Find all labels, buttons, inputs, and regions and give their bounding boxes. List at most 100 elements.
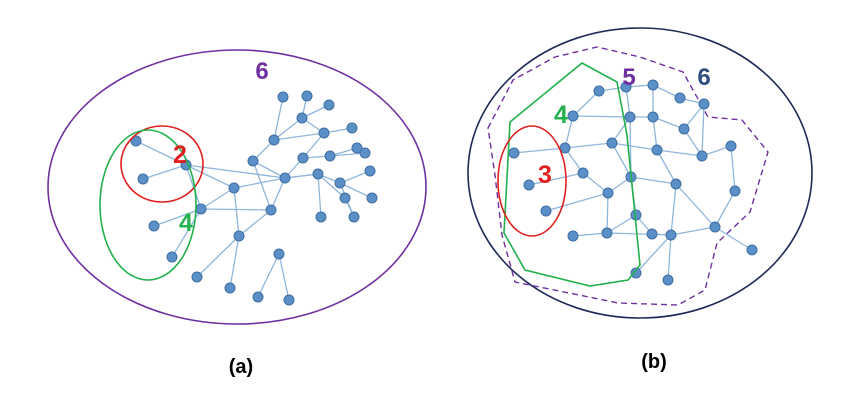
- graph-node: [698, 98, 710, 110]
- graph-node: [137, 173, 149, 185]
- graph-edge: [233, 177, 286, 189]
- red-community-b: [497, 125, 567, 237]
- graph-node: [247, 155, 259, 167]
- graph-node: [334, 177, 346, 189]
- graph-edge: [278, 253, 290, 301]
- graph-edge: [572, 232, 608, 237]
- graph-edge: [252, 160, 272, 211]
- graph-node: [567, 110, 579, 122]
- graph-node: [620, 81, 632, 93]
- graph-node: [630, 267, 642, 279]
- graph-node: [297, 152, 309, 164]
- graph-edge: [513, 147, 566, 154]
- graph-node: [252, 291, 264, 303]
- edges-b: [513, 84, 753, 281]
- graph-edge: [252, 160, 286, 179]
- graph-node: [665, 229, 677, 241]
- graph-node: [283, 294, 295, 306]
- graph-node: [324, 150, 336, 162]
- graph-edge: [606, 214, 637, 234]
- graph-edge: [200, 187, 235, 210]
- graph-edge: [701, 103, 705, 157]
- graph-edge: [635, 234, 672, 274]
- graph-node: [606, 137, 618, 149]
- graph-node: [166, 251, 178, 263]
- label-4-b: 4: [554, 101, 568, 129]
- graph-node: [678, 123, 690, 135]
- graph-edge: [606, 192, 609, 234]
- graph-edge: [611, 142, 658, 151]
- graph-node: [130, 135, 142, 147]
- green-community-a: [99, 129, 197, 281]
- graph-node: [224, 282, 236, 294]
- graph-node: [195, 203, 207, 215]
- red-community-a: [120, 125, 204, 203]
- graph-edge: [545, 192, 609, 212]
- nodes-b: [508, 79, 758, 286]
- graph-node: [339, 192, 351, 204]
- graph-edge: [270, 177, 286, 211]
- graph-node: [296, 112, 308, 124]
- caption-b: (b): [641, 351, 667, 373]
- label-2-a: 2: [173, 141, 187, 169]
- graph-node: [508, 147, 520, 159]
- graph-node: [602, 187, 614, 199]
- graph-edge: [284, 173, 319, 179]
- graph-edge: [233, 187, 240, 237]
- graph-edge: [273, 132, 325, 141]
- graph-node: [228, 182, 240, 194]
- graph-node: [593, 85, 605, 97]
- graph-node: [729, 185, 741, 197]
- graph-edge: [656, 149, 703, 157]
- graph-edge: [572, 115, 631, 118]
- graph-edge: [273, 96, 284, 141]
- graph-node: [323, 99, 335, 111]
- graph-edge: [656, 149, 677, 185]
- graph-node: [601, 227, 613, 239]
- label-4-a: 4: [179, 209, 193, 237]
- graph-node: [651, 144, 663, 156]
- graph-node: [312, 168, 324, 180]
- graph-edge: [196, 235, 240, 278]
- graph-node: [233, 230, 245, 242]
- graph-node: [624, 111, 636, 123]
- graph-node: [709, 221, 721, 233]
- graph-node: [148, 220, 160, 232]
- graph-node: [725, 140, 737, 152]
- graph-node: [351, 142, 363, 154]
- nodes-a: [130, 90, 378, 306]
- graph-node: [279, 172, 291, 184]
- graph-node: [366, 192, 378, 204]
- label-3-b: 3: [538, 161, 552, 189]
- graph-node: [301, 90, 313, 102]
- graph-node: [364, 165, 376, 177]
- graph-node: [646, 228, 658, 240]
- outer-ellipse-b: [467, 27, 813, 319]
- graph-edge: [317, 173, 346, 199]
- graph-edge: [564, 142, 613, 149]
- graph-node: [577, 167, 589, 179]
- graph-edge: [670, 183, 677, 236]
- graph-edge: [273, 117, 303, 141]
- graph-node: [265, 204, 277, 216]
- graph-node: [346, 122, 358, 134]
- graph-edge: [667, 234, 672, 281]
- graph-edge: [185, 164, 202, 210]
- label-5-b: 5: [622, 64, 635, 91]
- graph-node: [567, 230, 579, 242]
- graph-edge: [185, 164, 235, 189]
- graph-node: [662, 274, 674, 286]
- graph-edge: [238, 209, 272, 237]
- purple-dashed-community-b: [487, 46, 769, 306]
- graph-node: [647, 79, 659, 91]
- graph-edge: [135, 140, 187, 166]
- graph-node: [277, 91, 289, 103]
- graph-node: [670, 178, 682, 190]
- graph-node: [348, 211, 360, 223]
- outer-ellipse-a: [47, 49, 427, 325]
- graph-edge: [714, 190, 736, 228]
- graph-edge: [652, 116, 685, 130]
- graph-node: [359, 147, 371, 159]
- graph-node: [268, 134, 280, 146]
